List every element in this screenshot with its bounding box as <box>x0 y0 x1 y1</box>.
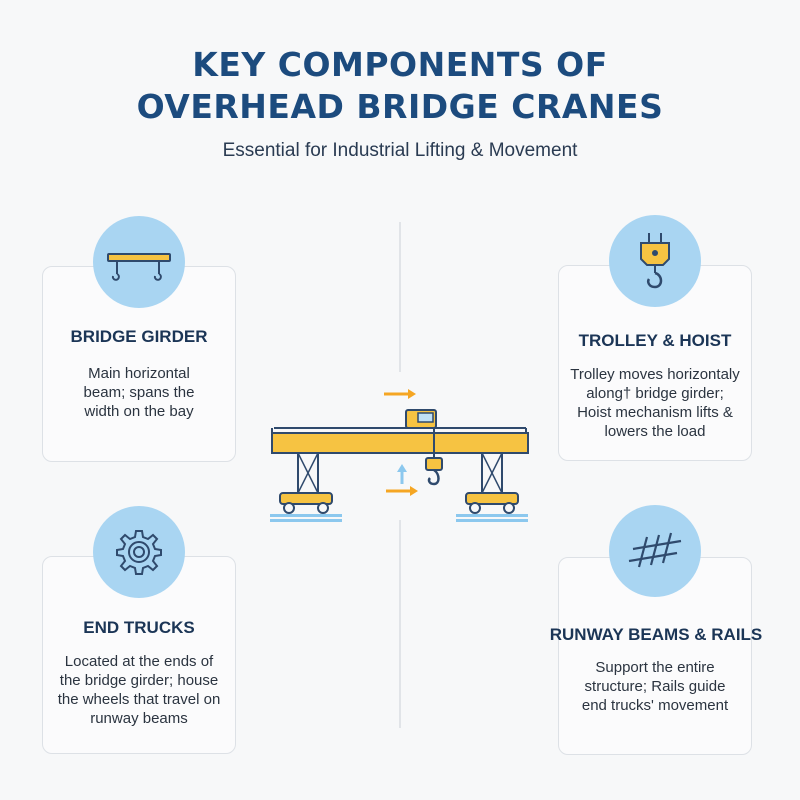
card-description: Main horizontal beam; spans the width on… <box>43 364 235 421</box>
card-end-trucks: END TRUCKS Located at the ends of the br… <box>42 556 236 754</box>
desc-line: Main horizontal <box>88 365 190 382</box>
card-title: TROLLEY & HOIST <box>578 331 732 350</box>
card-title: BRIDGE GIRDER <box>70 327 208 346</box>
desc-line: runway beams <box>90 710 188 727</box>
icon-circle-trolley-hoist <box>609 215 701 307</box>
card-trolley-hoist: TROLLEY & HOIST Trolley moves horizontal… <box>558 265 752 461</box>
trolley-motion-arrow <box>384 389 416 399</box>
bridge-girder <box>271 427 529 454</box>
desc-line: the wheels that travel on <box>57 691 221 708</box>
rails-icon <box>628 532 682 568</box>
card-runway-beams-rails: RUNWAY BEAMS & RAILS Support the entire … <box>550 557 762 755</box>
desc-line: Trolley moves horizontaly <box>570 366 740 383</box>
page-title: KEY COMPONENTS OF OVERHEAD BRIDGE CRANES <box>0 44 800 128</box>
card-description: Trolley moves horizontaly along† bridge … <box>559 365 751 441</box>
icon-circle-runway-rails <box>609 505 701 597</box>
bridge-girder-icon <box>107 253 171 281</box>
title-line-2: OVERHEAD BRIDGE CRANES <box>136 87 664 126</box>
center-divider-bottom <box>399 520 401 728</box>
desc-line: end trucks' movement <box>581 697 729 714</box>
hoist-hook-icon <box>640 233 670 289</box>
desc-line: structure; Rails guide <box>584 678 726 695</box>
card-title: RUNWAY BEAMS & RAILS <box>549 625 763 644</box>
crane-illustration <box>270 389 529 522</box>
runway-motion-arrow <box>386 486 418 496</box>
gear-icon <box>116 530 162 575</box>
right-end-truck <box>456 452 528 522</box>
card-description: Support the entire structure; Rails guid… <box>559 658 751 715</box>
trolley <box>405 409 437 429</box>
center-divider-top <box>399 222 401 372</box>
title-line-1: KEY COMPONENTS OF <box>192 45 608 84</box>
desc-line: beam; spans the <box>83 384 195 401</box>
desc-line: Support the entire <box>595 659 715 676</box>
desc-line: Located at the ends of <box>64 653 214 670</box>
icon-circle-end-trucks <box>93 506 185 598</box>
left-end-truck <box>270 452 342 522</box>
desc-line: Hoist mechanism lifts & <box>577 404 733 421</box>
subtitle: Essential for Industrial Lifting & Movem… <box>222 140 578 161</box>
desc-line: lowers the load <box>604 423 706 440</box>
desc-line: the bridge girder; house <box>59 672 219 689</box>
card-description: Located at the ends of the bridge girder… <box>43 652 235 728</box>
card-title: END TRUCKS <box>83 618 195 637</box>
lift-arrow <box>397 464 407 484</box>
desc-line: along† bridge girder; <box>586 385 724 402</box>
desc-line: width on the bay <box>84 403 194 420</box>
hoist-hook <box>425 428 443 486</box>
icon-circle-bridge-girder <box>93 216 185 308</box>
